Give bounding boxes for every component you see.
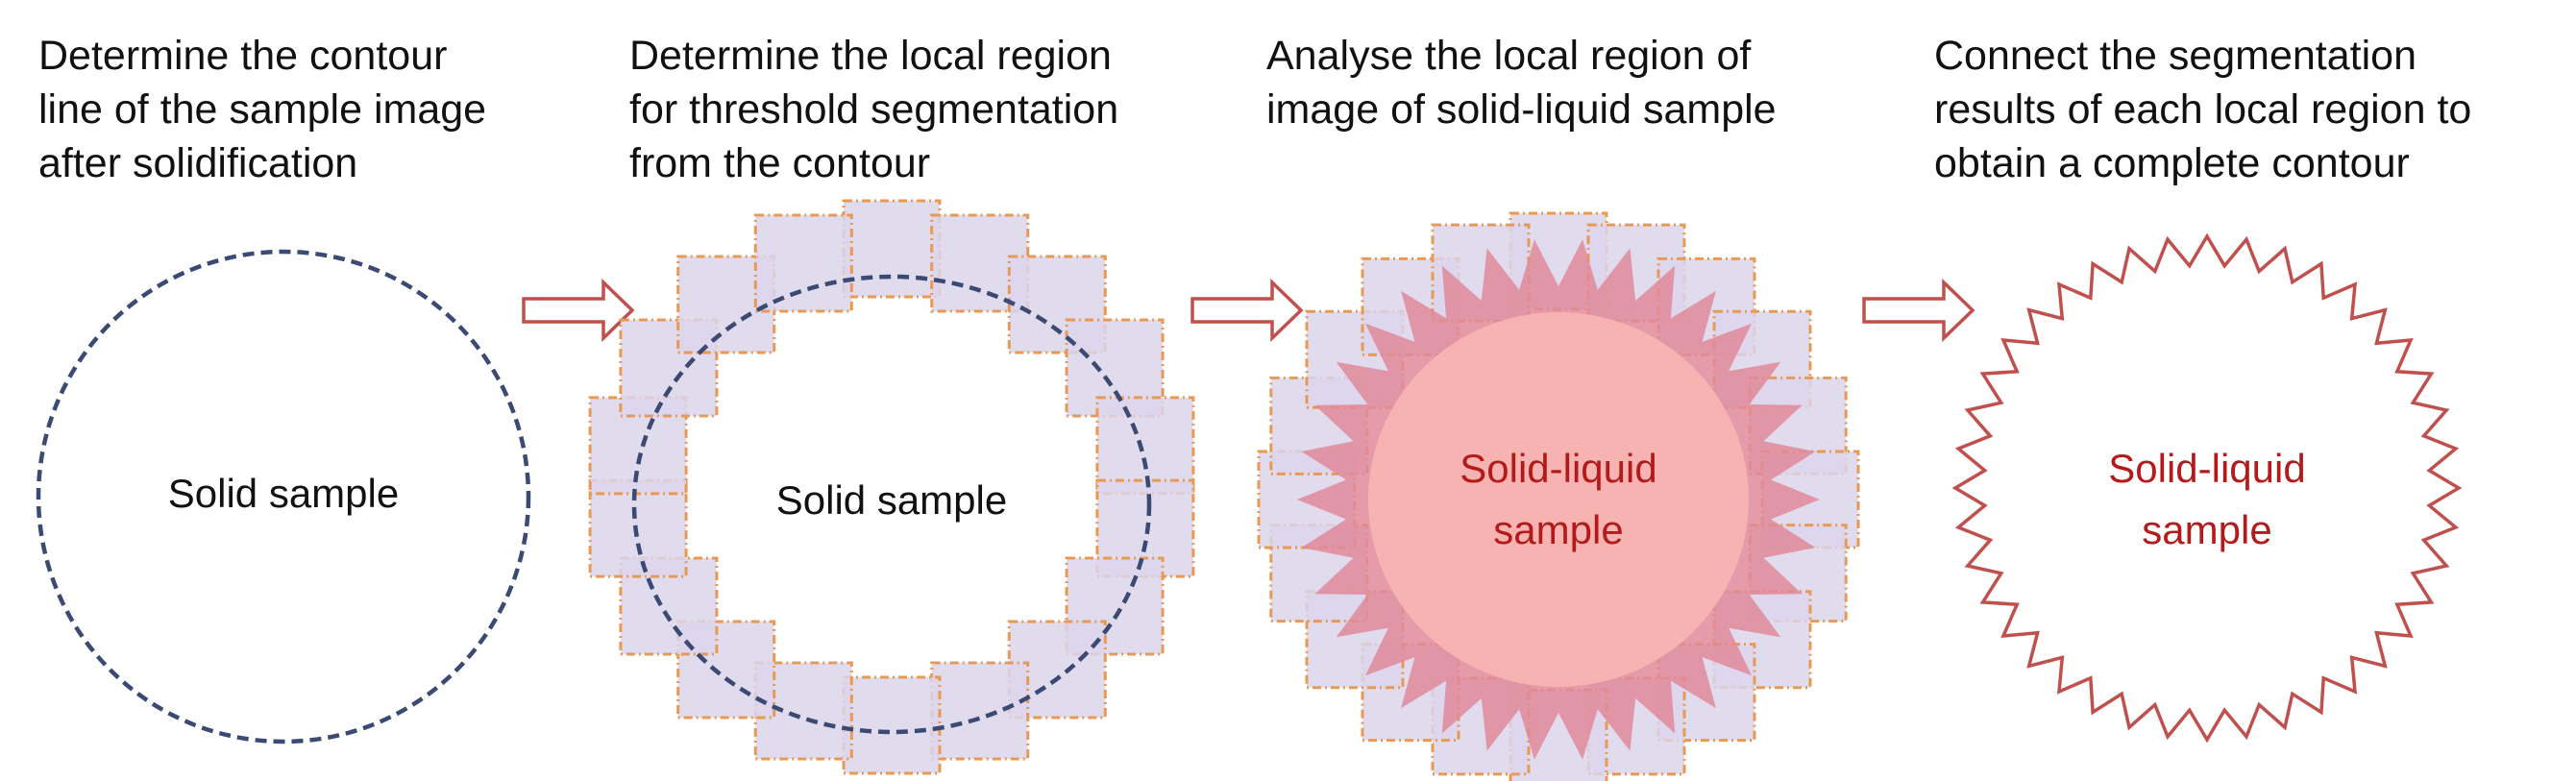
step2-caption-line: for threshold segmentation (629, 86, 1119, 133)
step4-caption: Connect the segmentation results of each… (1934, 29, 2471, 190)
arrow-3-icon (1862, 278, 1975, 343)
step4-caption-line: Connect the segmentation (1934, 33, 2417, 79)
stage1: Solid sample (36, 249, 531, 744)
stage3-solid-liquid-area (1368, 312, 1749, 687)
local-region-square (842, 199, 942, 299)
step1-caption-line: Determine the contour (38, 33, 448, 79)
local-region-square (842, 675, 942, 775)
step3-caption-line: image of solid-liquid sample (1266, 86, 1777, 133)
stage2-dashed-contour (631, 274, 1152, 735)
arrow-1-icon (522, 278, 635, 343)
stage4: Solid-liquid sample (1951, 232, 2463, 744)
step2-caption-line: from the contour (629, 140, 931, 186)
stage3: Solid-liquid sample (1257, 211, 1860, 781)
stage4-complete-contour (1951, 232, 2463, 744)
stage2-label: Solid sample (776, 477, 1007, 523)
step3-caption-line: Analyse the local region of (1266, 33, 1752, 79)
stage2: Solid sample (588, 199, 1195, 775)
step1-caption-line: line of the sample image (38, 86, 487, 133)
stage4-label-line: Solid-liquid (2108, 446, 2305, 491)
local-region-square (588, 478, 688, 578)
stage3-label-line: Solid-liquid (1460, 446, 1656, 491)
local-region-square (753, 213, 853, 313)
arrow-2-icon (1190, 278, 1304, 343)
step2-caption-line: Determine the local region (629, 33, 1112, 79)
stage3-label-line: sample (1493, 507, 1623, 552)
step1-caption-line: after solidification (38, 140, 358, 186)
step4-caption-line: obtain a complete contour (1934, 140, 2410, 186)
step3-caption: Analyse the local region of image of sol… (1266, 29, 1777, 136)
stage1-label: Solid sample (168, 471, 399, 516)
local-region-square (930, 661, 1030, 761)
step4-caption-line: results of each local region to (1934, 86, 2472, 133)
step1-caption: Determine the contour line of the sample… (38, 29, 486, 190)
stage1-dashed-contour (36, 249, 531, 744)
stage4-label-line: sample (2142, 507, 2271, 552)
step2-caption: Determine the local region for threshold… (629, 29, 1118, 190)
